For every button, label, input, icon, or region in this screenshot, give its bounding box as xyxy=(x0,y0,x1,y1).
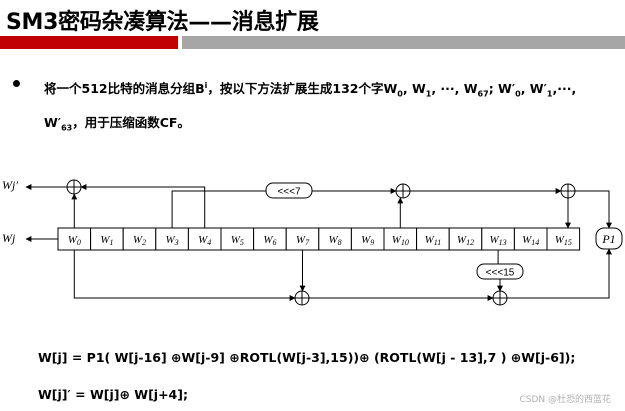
w4-to-xor-top xyxy=(80,184,206,228)
bullet-sub: 0 xyxy=(515,89,521,99)
bullet-text-part: W′ xyxy=(44,114,62,130)
title-bar-gray xyxy=(182,36,625,49)
output-label-top: Wj′ xyxy=(2,178,18,192)
word-cell-label: W14 xyxy=(522,234,539,247)
p1-to-xor-right xyxy=(575,190,612,229)
rotate-7-label: <<<7 xyxy=(277,187,301,198)
word-cell: W1 xyxy=(90,227,124,251)
word-cell-label: W10 xyxy=(392,234,409,247)
word-cell: W8 xyxy=(318,227,352,251)
word-cell: W14 xyxy=(513,227,548,251)
word-cell: W12 xyxy=(448,227,483,251)
p1-label: P1 xyxy=(601,232,615,246)
bullet-sub: 63 xyxy=(61,123,73,133)
bullet-text-part: , W′ xyxy=(520,81,547,97)
word-cell: W7 xyxy=(285,227,320,251)
word-cell-label: W5 xyxy=(231,234,244,247)
message-expansion-diagram: W0 W1 W2 W3 W4 W5 W6 W7 W8 W9 W10 W11 W12 W13 W14 W15 W… xyxy=(2,178,623,306)
xor-node xyxy=(66,179,82,195)
formula-w-prime: W[j]′ = W[j]⊕ W[j+4]; xyxy=(38,387,188,402)
word-cell: W0 xyxy=(57,227,92,251)
word-cell: W2 xyxy=(122,227,157,251)
word-cell-label: W8 xyxy=(329,234,342,247)
word-cell: W15 xyxy=(546,227,581,251)
bullet-sub: 1 xyxy=(425,89,432,99)
word-cell: W11 xyxy=(416,227,450,251)
connection-lines xyxy=(25,184,612,301)
xor-node xyxy=(492,290,508,306)
word-cell-label: W12 xyxy=(457,234,474,247)
word-cell-label: W9 xyxy=(361,234,374,247)
bullet-dot xyxy=(13,80,20,87)
word-cell: W13 xyxy=(481,227,515,251)
output-label-bottom: Wj xyxy=(2,231,16,245)
xor-node xyxy=(395,183,411,199)
bullet-sub: 0 xyxy=(397,89,403,99)
bullet-text-part: ，按以下方法扩展生成132个字W xyxy=(207,81,398,97)
bullet-text-part: , W xyxy=(402,81,426,97)
bullet-text-part: ,···, xyxy=(552,81,577,97)
word-cell-label: W0 xyxy=(68,234,81,247)
rotate-15-box: <<<15 xyxy=(476,263,524,280)
bullet-text-part: ，用于压缩函数CF。 xyxy=(72,114,190,130)
word-cell: W10 xyxy=(383,227,418,251)
bullet-text: 将一个512比特的消息分组Bi，按以下方法扩展生成132个字W0, W1, ··… xyxy=(44,72,604,142)
bullet-sup: i xyxy=(204,81,208,90)
bullet-text-part: , ···, W xyxy=(431,81,478,97)
bullet-text-part: 将一个512比特的消息分组B xyxy=(44,81,205,97)
bullet-text-part: ; W′ xyxy=(488,81,516,97)
word-cell-label: W7 xyxy=(296,234,310,247)
xor-node xyxy=(560,183,576,199)
word-cell-label: W1 xyxy=(100,234,113,247)
rotate-7-box: <<<7 xyxy=(265,182,313,199)
w3-to-rot7 xyxy=(171,190,266,228)
watermark: CSDN @杜恐的西蓝花 xyxy=(519,395,611,405)
word-cell: W5 xyxy=(220,227,255,251)
word-cell-label: W13 xyxy=(490,234,507,247)
word-cell: W4 xyxy=(187,227,222,251)
word-cell-label: W6 xyxy=(263,234,276,247)
xor-bottom-to-p1 xyxy=(507,248,612,299)
xor-nodes xyxy=(66,179,576,306)
w0-to-xor-bottom-left xyxy=(73,250,296,301)
word-cell-label: W4 xyxy=(198,234,211,247)
word-cell-label: W2 xyxy=(133,234,146,247)
bullet-sub: 1 xyxy=(546,89,553,99)
page-title: SM3密码杂凑算法——消息扩展 xyxy=(6,10,319,35)
word-cell-label: W11 xyxy=(425,234,442,247)
word-cell: W6 xyxy=(253,227,287,251)
formula-w: W[j] = P1( W[j-16] ⊕W[j-9] ⊕ROTL(W[j-3],… xyxy=(38,350,576,365)
word-cell: W3 xyxy=(155,227,189,251)
bullet-sub: 67 xyxy=(477,89,489,99)
word-cell-label: W15 xyxy=(555,234,572,247)
word-cell-label: W3 xyxy=(166,234,179,247)
xor-node xyxy=(294,290,310,306)
p1-box: P1 xyxy=(595,227,623,250)
word-cells: W0 W1 W2 W3 W4 W5 W6 W7 W8 W9 W10 W11 W12 W13 W14 W15 xyxy=(57,227,581,251)
title-bar-red xyxy=(0,36,178,49)
word-cell: W9 xyxy=(350,227,385,251)
rotate-15-label: <<<15 xyxy=(486,268,515,279)
